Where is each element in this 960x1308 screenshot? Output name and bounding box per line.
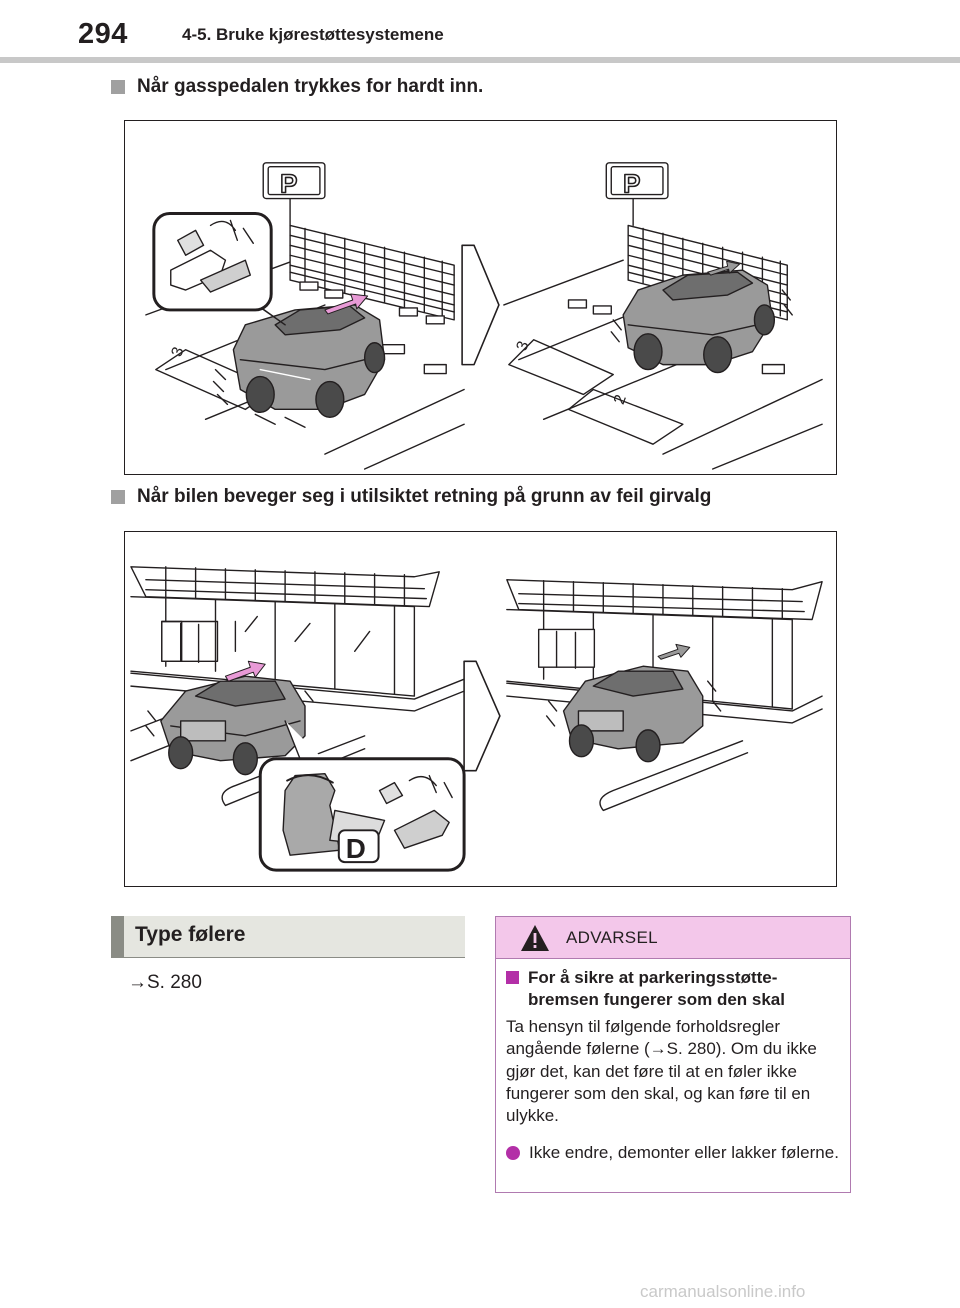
- header-rule: [0, 57, 960, 63]
- warning-triangle-icon: [521, 925, 549, 951]
- type-sensors-heading: Type følere: [111, 916, 465, 958]
- section-heading-accelerator: Når gasspedalen trykkes for hardt inn.: [111, 76, 483, 98]
- watermark: carmanualsonline.info: [640, 1282, 806, 1301]
- car-left: [212, 304, 386, 428]
- motion-arrow-pink-left: [324, 293, 369, 315]
- type-sensors-xref[interactable]: →S. 280: [128, 972, 202, 993]
- pedal-foot-icon: [378, 774, 453, 849]
- scene-right-parking: P 3 2: [503, 162, 823, 470]
- warning-title: ADVARSEL: [566, 928, 658, 947]
- slot-number-right-a: 3: [514, 339, 533, 353]
- warning-box: ADVARSEL For å sikre at parkeringsstøtte…: [495, 916, 851, 1193]
- car-left: [145, 675, 314, 776]
- section-bullet-square: [111, 490, 125, 504]
- slot-number-left: 3: [168, 345, 187, 359]
- parking-sign-left: P: [280, 171, 297, 199]
- gear-indicator-d: D: [346, 833, 366, 864]
- warning-bullet-heading: For å sikre at parkeringsstøtte-bremsen …: [506, 967, 841, 1011]
- motion-arrow-pink-left: [224, 660, 266, 682]
- section-heading-gear: Når bilen beveger seg i utilsiktet retni…: [111, 486, 711, 508]
- slot-number-right-b: 2: [611, 392, 630, 406]
- magenta-square-bullet: [506, 971, 519, 984]
- warning-paragraph: Ta hensyn til følgende forholdsregler an…: [506, 1017, 817, 1126]
- car-right: [545, 665, 722, 763]
- motion-arrow-grey-right: [657, 643, 691, 660]
- transition-arrow-2: [463, 660, 501, 772]
- figure-wrong-gear: D: [124, 531, 837, 887]
- warning-item-text: Ikke endre, demonter eller lakker følern…: [529, 1143, 839, 1162]
- accelerator-pedal-icon: [170, 219, 254, 293]
- section-heading-text: Når bilen beveger seg i utilsiktet retni…: [137, 486, 712, 507]
- scene-right-storefront: [506, 579, 823, 812]
- motion-arrow-grey-right: [707, 260, 741, 276]
- scene-left-parking: P 3: [145, 162, 465, 470]
- warning-bullet-heading-text: For å sikre at parkeringsstøtte-bremsen …: [528, 968, 785, 1009]
- page-number: 294: [78, 18, 128, 50]
- parking-sign-right: P: [623, 171, 640, 199]
- transition-arrow-1: [461, 244, 500, 366]
- figure-accelerator-pressed: P 3: [124, 120, 837, 475]
- chapter-title: 4-5. Bruke kjørestøttesystemene: [182, 25, 444, 44]
- magenta-dot-bullet: [506, 1146, 520, 1160]
- warning-item: Ikke endre, demonter eller lakker følern…: [506, 1142, 841, 1164]
- car-right: [610, 269, 793, 374]
- scene-left-storefront: D: [130, 566, 466, 872]
- section-heading-text: Når gasspedalen trykkes for hardt inn.: [137, 76, 484, 97]
- section-bullet-square: [111, 80, 125, 94]
- warning-header: ADVARSEL: [496, 917, 850, 959]
